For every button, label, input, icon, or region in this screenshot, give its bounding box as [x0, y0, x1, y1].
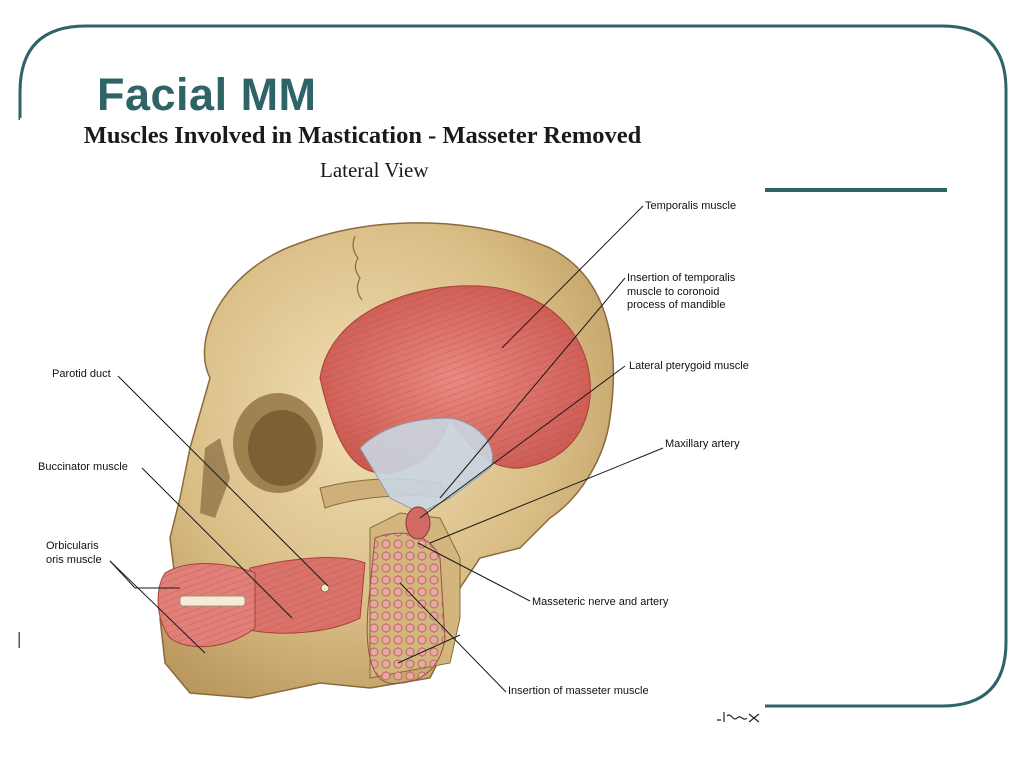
parotid-duct-mark — [320, 583, 330, 593]
label-line: Orbicularis — [46, 540, 99, 552]
frame-border — [18, 24, 1008, 708]
label-maxillary-artery: Maxillary artery — [665, 438, 740, 450]
slide-title: Facial MM — [97, 69, 317, 120]
label-temporalis-muscle: Temporalis muscle — [645, 200, 737, 212]
label-orbicularis-oris: Orbicularis oris muscle — [46, 540, 102, 567]
skull-illustration — [109, 205, 664, 699]
label-masseteric-nerve: Masseteric nerve and artery — [532, 596, 669, 608]
label-lateral-pterygoid: Lateral pterygoid muscle — [629, 360, 749, 372]
label-line: oris muscle — [46, 553, 102, 566]
label-parotid-duct: Parotid duct — [52, 368, 111, 380]
artist-signature — [717, 712, 760, 723]
teeth — [179, 595, 246, 607]
lateral-pterygoid — [405, 506, 431, 540]
label-line: muscle to coronoid — [627, 285, 720, 298]
anatomy-figure: Muscles Involved in Mastication - Masset… — [20, 118, 765, 723]
label-buccinator-muscle: Buccinator muscle — [38, 461, 128, 473]
masseter-insertion — [366, 532, 446, 684]
nasal-cavity — [200, 438, 230, 518]
label-line: process of mandible — [627, 299, 726, 311]
label-insertion-masseter: Insertion of masseter muscle — [508, 685, 649, 697]
figure-title: Muscles Involved in Mastication - Masset… — [83, 122, 642, 149]
label-line: Insertion of temporalis — [627, 272, 736, 284]
coronal-suture — [352, 235, 363, 301]
leader-lines — [109, 205, 664, 693]
figure-subtitle: Lateral View — [320, 158, 429, 182]
label-insertion-temporalis: Insertion of temporalis muscle to corono… — [627, 272, 735, 313]
